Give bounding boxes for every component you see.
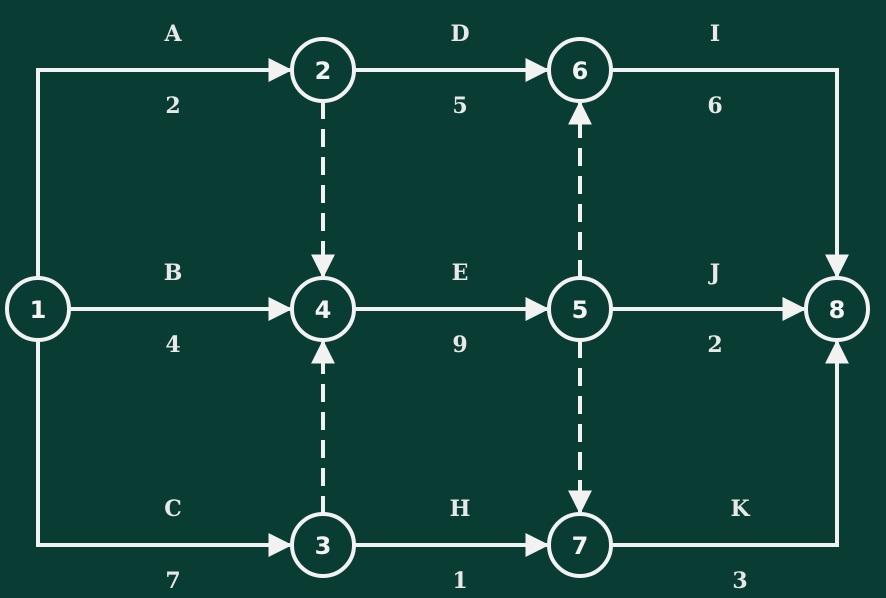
activity-duration: 2 (165, 93, 180, 119)
activity-arrow-K (611, 339, 849, 547)
activity-name: E (452, 260, 469, 286)
node-circle (290, 37, 356, 103)
activity-name: D (450, 21, 469, 47)
node-4: 4 (290, 276, 356, 342)
node-circle (290, 276, 356, 342)
activity-name: C (164, 496, 182, 522)
node-label: 7 (572, 532, 589, 560)
activity-name: J (708, 260, 720, 286)
activity-name: B (164, 260, 183, 286)
node-circle (547, 276, 613, 342)
activity-arrow-A (36, 58, 293, 278)
node-1: 1 (5, 276, 71, 342)
activity-duration: 7 (165, 568, 180, 594)
node-circle (290, 512, 356, 578)
node-5: 5 (547, 276, 613, 342)
activity-name: K (730, 496, 750, 522)
node-circle (547, 37, 613, 103)
node-6: 6 (547, 37, 613, 103)
activity-duration: 6 (707, 93, 722, 119)
activity-name: I (710, 21, 720, 47)
activity-arrow-I (611, 68, 849, 279)
node-label: 2 (315, 57, 332, 85)
activity-name: H (450, 496, 471, 522)
node-circle (5, 276, 71, 342)
activity-duration: 3 (732, 568, 747, 594)
activity-duration: 5 (452, 93, 467, 119)
node-label: 8 (829, 296, 846, 324)
node-circle (547, 512, 613, 578)
node-label: 6 (572, 57, 589, 85)
activity-duration: 9 (452, 332, 467, 358)
activity-name: A (163, 21, 182, 47)
node-label: 5 (572, 296, 589, 324)
node-label: 4 (315, 296, 332, 324)
node-label: 3 (315, 532, 332, 560)
activity-duration: 4 (165, 332, 180, 358)
node-2: 2 (290, 37, 356, 103)
node-8: 8 (804, 276, 870, 342)
activity-duration: 1 (452, 568, 467, 594)
node-7: 7 (547, 512, 613, 578)
node-label: 1 (30, 296, 47, 324)
activity-arrow-C (36, 340, 293, 557)
activity-duration: 2 (707, 332, 722, 358)
node-3: 3 (290, 512, 356, 578)
node-circle (804, 276, 870, 342)
